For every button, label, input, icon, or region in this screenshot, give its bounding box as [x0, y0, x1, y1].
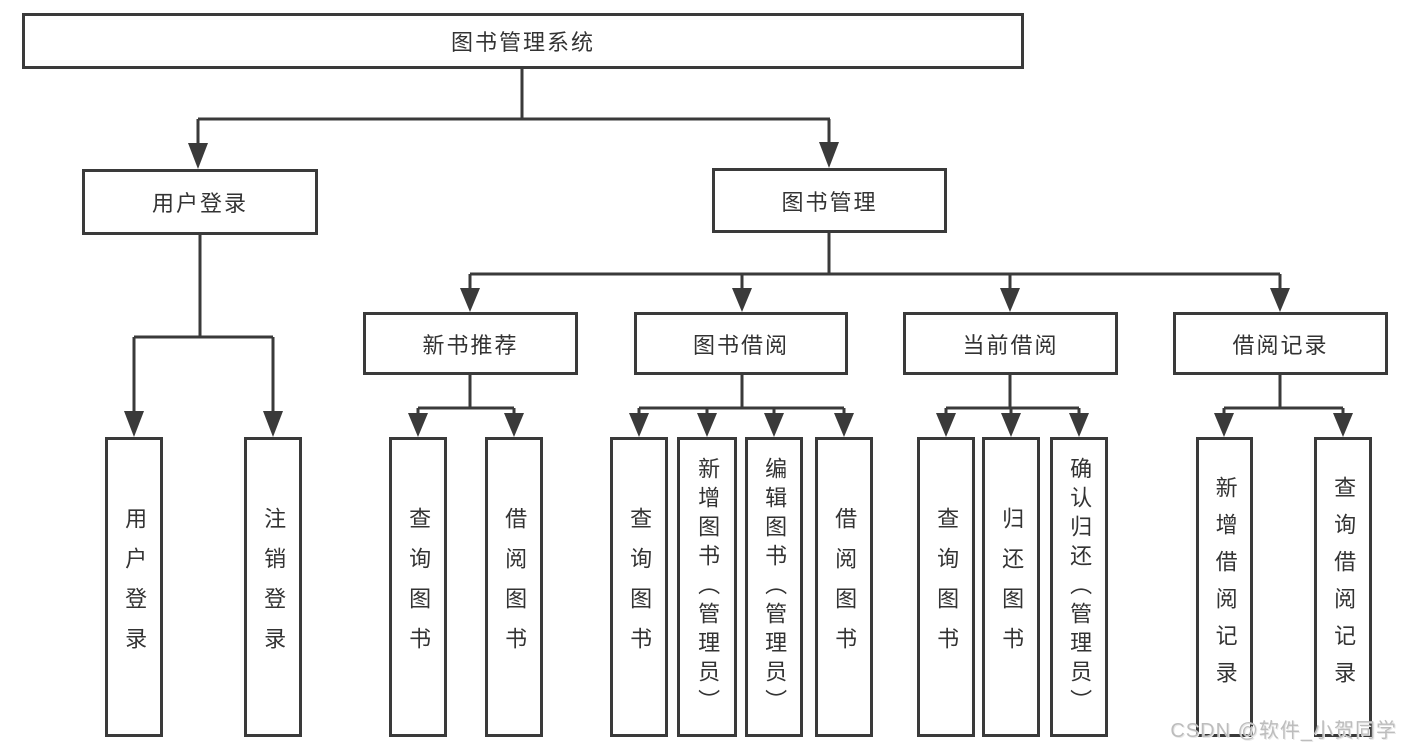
node-label: 当前借阅	[962, 332, 1059, 358]
arrowhead-down-icon	[263, 411, 283, 437]
arrowhead-down-icon	[936, 413, 956, 437]
arrowhead-down-icon	[504, 413, 524, 437]
connector-path	[468, 233, 1282, 290]
arrowhead-down-icon	[1270, 288, 1290, 312]
leaf-confirm-return-admin: 确认归还（管理员）	[1050, 437, 1108, 737]
leaf-label: 编辑图书（管理员）	[762, 456, 788, 718]
leaf-label: 查询图书	[406, 507, 432, 667]
leaf-label: 用户登录	[122, 507, 148, 667]
leaf-label: 查询图书	[627, 507, 653, 667]
node-new-book-recommend: 新书推荐	[363, 312, 578, 375]
connector-path	[944, 375, 1081, 415]
arrowhead-down-icon	[124, 411, 144, 437]
leaf-query-books-2: 查询图书	[610, 437, 668, 737]
leaf-borrow-books-1: 借阅图书	[485, 437, 543, 737]
arrowhead-down-icon	[764, 413, 784, 437]
leaf-query-books-3: 查询图书	[917, 437, 975, 737]
node-book-management: 图书管理	[712, 168, 947, 233]
leaf-label: 归还图书	[999, 507, 1025, 667]
leaf-add-borrow-record: 新增借阅记录	[1196, 437, 1253, 737]
leaf-user-login: 用户登录	[105, 437, 163, 737]
node-book-borrow: 图书借阅	[634, 312, 848, 375]
leaf-label: 查询借阅记录	[1331, 476, 1357, 698]
arrowhead-down-icon	[629, 413, 649, 437]
leaf-label: 借阅图书	[502, 507, 528, 667]
connector-path	[132, 235, 275, 413]
node-user-login: 用户登录	[82, 169, 318, 235]
arrowhead-down-icon	[460, 288, 480, 312]
watermark: CSDN @软件_小贺同学	[1170, 720, 1397, 742]
connector-newbookrec-to-leaves	[408, 375, 524, 437]
node-label: 图书管理	[781, 189, 878, 215]
leaf-label: 借阅图书	[832, 507, 858, 667]
leaf-return-book: 归还图书	[982, 437, 1040, 737]
leaf-label: 新增借阅记录	[1212, 476, 1238, 698]
arrowhead-down-icon	[1333, 413, 1353, 437]
connector-path	[1222, 375, 1345, 415]
leaf-label: 新增图书（管理员）	[695, 456, 721, 718]
arrowhead-down-icon	[697, 413, 717, 437]
leaf-label: 查询图书	[934, 507, 960, 667]
leaf-logout: 注销登录	[244, 437, 302, 737]
leaf-borrow-books-2: 借阅图书	[815, 437, 873, 737]
connector-borrowrecord-to-leaves	[1214, 375, 1353, 437]
leaf-label: 确认归还（管理员）	[1067, 456, 1093, 718]
node-label: 图书管理系统	[450, 30, 595, 55]
node-label: 借阅记录	[1232, 332, 1329, 358]
arrowhead-down-icon	[1069, 413, 1089, 437]
arrowhead-down-icon	[1214, 413, 1234, 437]
connector-path	[196, 68, 831, 146]
arrowhead-down-icon	[819, 142, 839, 168]
connector-root-to-level2	[188, 68, 839, 169]
connector-currentborrow-to-leaves	[936, 375, 1089, 437]
arrowhead-down-icon	[834, 413, 854, 437]
connector-userlogin-to-children	[124, 235, 283, 437]
leaf-add-book-admin: 新增图书（管理员）	[677, 437, 737, 737]
connector-path	[637, 375, 846, 415]
node-label: 图书借阅	[692, 332, 789, 358]
connector-bookborrow-to-leaves	[629, 375, 854, 437]
arrowhead-down-icon	[408, 413, 428, 437]
node-borrow-record: 借阅记录	[1173, 312, 1388, 375]
arrowhead-down-icon	[188, 143, 208, 169]
node-label: 用户登录	[151, 191, 248, 216]
leaf-query-books-1: 查询图书	[389, 437, 447, 737]
arrowhead-down-icon	[1001, 413, 1021, 437]
leaf-edit-book-admin: 编辑图书（管理员）	[745, 437, 803, 737]
connector-bookmgmt-to-level3	[460, 233, 1290, 312]
arrowhead-down-icon	[732, 288, 752, 312]
node-root: 图书管理系统	[22, 13, 1024, 69]
leaf-label: 注销登录	[261, 507, 287, 667]
leaf-query-borrow-record: 查询借阅记录	[1314, 437, 1372, 737]
connector-path	[416, 375, 516, 415]
node-label: 新书推荐	[422, 332, 519, 358]
node-current-borrow: 当前借阅	[903, 312, 1118, 375]
arrowhead-down-icon	[1000, 288, 1020, 312]
